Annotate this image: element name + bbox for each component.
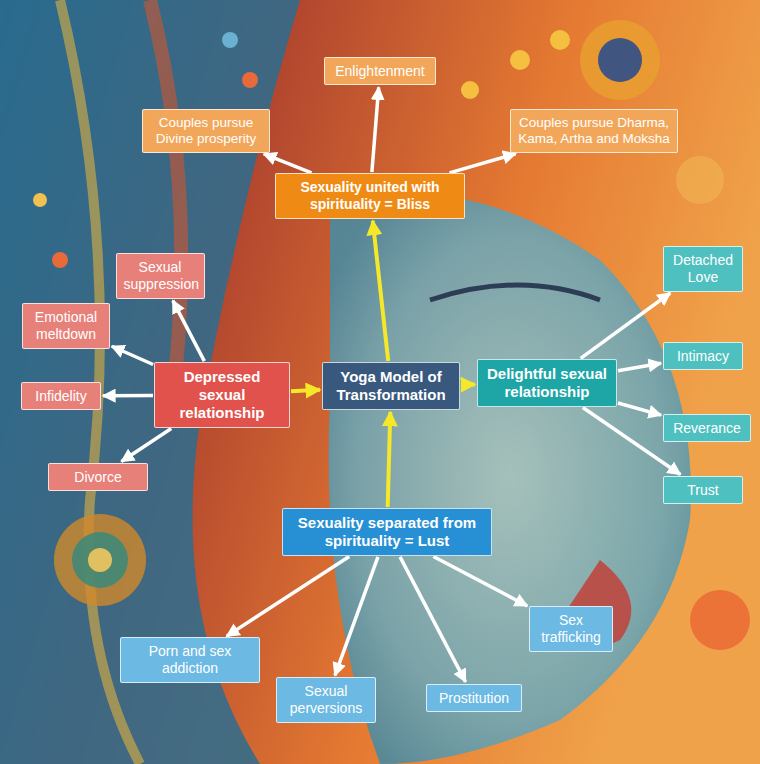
box-label: Divorce xyxy=(56,469,140,486)
box-label: Sex trafficking xyxy=(537,612,605,646)
arrow-connector xyxy=(450,154,516,173)
outcome-box: Sexual perversions xyxy=(276,677,376,723)
box-label: Sexual perversions xyxy=(284,683,368,717)
arrow-connector xyxy=(291,390,320,392)
outcome-box: Detached Love xyxy=(663,246,743,292)
outcome-box: Divorce xyxy=(48,463,148,492)
outcome-box: Prostitution xyxy=(426,684,522,713)
box-label: Couples pursue Divine prosperity xyxy=(150,115,262,147)
outcome-box: Enlightenment xyxy=(324,57,436,86)
outcome-box: Porn and sex addiction xyxy=(120,637,260,683)
box-label: Couples pursue Dharma, Kama, Artha and M… xyxy=(518,115,670,147)
box-label: Infidelity xyxy=(29,388,93,405)
arrow-connector xyxy=(121,429,171,462)
arrow-connector xyxy=(618,363,661,370)
outcome-box: Intimacy xyxy=(663,342,743,371)
box-label: Sexuality united with spirituality = Bli… xyxy=(283,179,457,213)
arrow-connector xyxy=(372,87,379,172)
box-label: Emotional meltdown xyxy=(30,309,102,343)
arrow-connector xyxy=(264,154,312,173)
box-label: Yoga Model of Transformation xyxy=(330,368,452,404)
arrow-connector xyxy=(400,557,465,682)
arrow-connector xyxy=(433,556,527,605)
box-label: Trust xyxy=(671,482,735,499)
outcome-box: Sex trafficking xyxy=(529,606,613,652)
arrow-connector xyxy=(335,557,378,675)
arrow-connector xyxy=(112,346,153,364)
box-label: Intimacy xyxy=(671,348,735,365)
main-box: Sexuality united with spirituality = Bli… xyxy=(275,173,465,219)
arrow-connector xyxy=(103,394,153,398)
main-box: Sexuality separated from spirituality = … xyxy=(282,508,492,556)
outcome-box: Couples pursue Dharma, Kama, Artha and M… xyxy=(510,109,678,153)
arrow-connector xyxy=(461,382,475,386)
outcome-box: Reverance xyxy=(663,414,751,443)
box-label: Porn and sex addiction xyxy=(128,643,252,677)
arrow-connector xyxy=(388,412,391,507)
outcome-box: Trust xyxy=(663,476,743,505)
box-label: Sexuality separated from spirituality = … xyxy=(290,514,484,550)
box-label: Depressed sexual relationship xyxy=(162,368,282,422)
arrow-connector xyxy=(618,403,661,415)
arrow-connector xyxy=(581,293,671,358)
box-label: Prostitution xyxy=(434,690,514,707)
outcome-box: Infidelity xyxy=(21,382,101,411)
arrow-connector xyxy=(173,301,205,362)
box-label: Enlightenment xyxy=(332,63,428,80)
main-box: Depressed sexual relationship xyxy=(154,362,290,428)
box-label: Delightful sexual relationship xyxy=(485,365,609,401)
box-label: Reverance xyxy=(671,420,743,437)
arrow-connector xyxy=(227,557,349,637)
outcome-box: Couples pursue Divine prosperity xyxy=(142,109,270,153)
outcome-box: Sexual suppression xyxy=(116,253,205,299)
box-label: Detached Love xyxy=(671,252,735,286)
main-box: Delightful sexual relationship xyxy=(477,359,617,407)
outcome-box: Emotional meltdown xyxy=(22,303,110,349)
main-box: Yoga Model of Transformation xyxy=(322,362,460,410)
box-label: Sexual suppression xyxy=(124,259,197,293)
arrow-connector xyxy=(373,221,388,361)
